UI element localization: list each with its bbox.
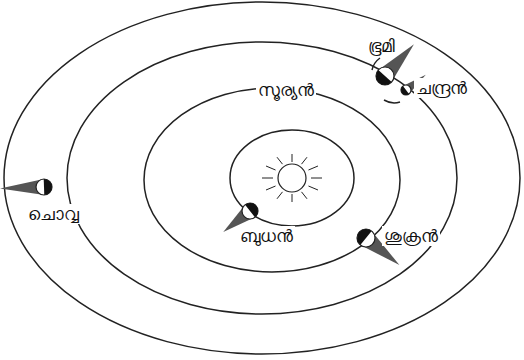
planet-dark-side [245, 203, 258, 217]
moon-orbit [384, 100, 400, 103]
planet [376, 67, 394, 85]
sun-ray [302, 192, 308, 199]
sun-ray [292, 194, 293, 202]
planet-dark-side [357, 229, 372, 245]
planet-dark-side [376, 70, 392, 85]
orbit [4, 2, 520, 354]
orbit [144, 88, 400, 272]
planet [36, 179, 52, 195]
orbit [230, 130, 354, 226]
planet [242, 203, 258, 219]
sun-ray [266, 166, 276, 170]
sun-ray [277, 192, 283, 199]
sun-ray [311, 178, 322, 179]
moon-label: ചന്ദ്രൻ [414, 78, 469, 98]
sun-rays [262, 154, 322, 202]
planets [0, 44, 426, 265]
sun-ray [308, 186, 318, 190]
sun-ray [308, 166, 318, 170]
orbit [67, 42, 457, 314]
sun-ray [266, 186, 276, 190]
mars-label: ചൊവ്വ [26, 204, 81, 224]
sun [278, 164, 306, 192]
planet [357, 229, 375, 247]
moon-orbit [372, 58, 380, 70]
planet-dark-side [401, 86, 409, 95]
venus-label: ശുക്രൻ [382, 226, 440, 246]
mercury-label: ബുധൻ [238, 226, 295, 246]
sun-ray [277, 157, 283, 164]
sun-ray [292, 154, 293, 162]
planet-dark-side [44, 179, 52, 195]
sun-ray [302, 157, 308, 164]
sun-ray [262, 178, 273, 179]
planet [401, 85, 411, 95]
sun-label: സൂര്യൻ [256, 80, 316, 100]
earth-label: ഭൂമി [366, 36, 397, 56]
